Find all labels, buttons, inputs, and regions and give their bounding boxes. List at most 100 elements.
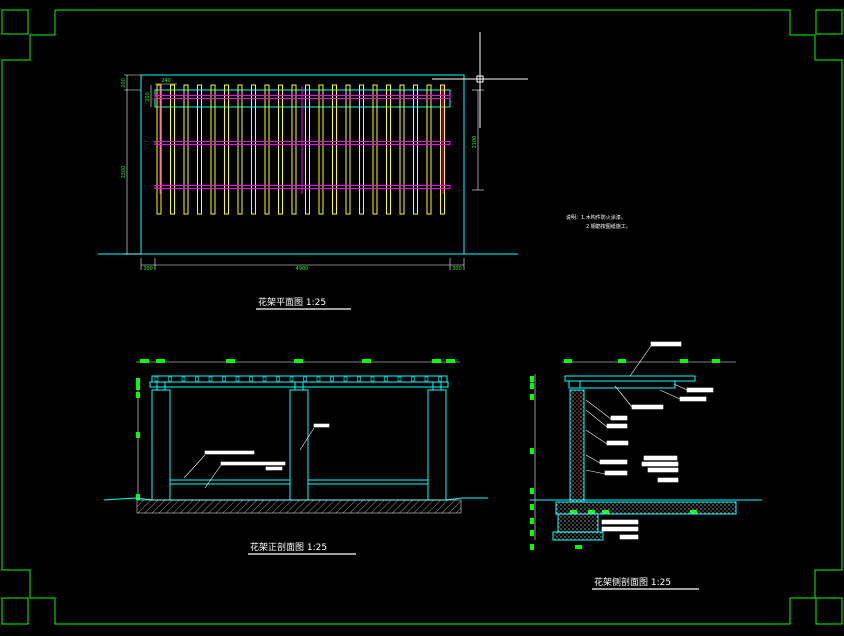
front-rafter-end: [343, 376, 348, 382]
front-rafter-end: [316, 376, 321, 382]
plan-joist: [210, 84, 216, 215]
plan-joist: [224, 84, 229, 215]
plan-joist: [440, 84, 445, 215]
front-dimension-tick: [156, 359, 165, 363]
front-rafter-end: [222, 376, 226, 382]
side-dimension-tick-vertical: [530, 518, 534, 524]
front-dimension-tick: [432, 359, 441, 363]
side-dimension-tick: [618, 359, 626, 363]
front-dimension-tick-vertical: [136, 432, 140, 438]
front-rafter-end: [424, 376, 429, 382]
plan-dim-right-side: 2100: [472, 136, 478, 149]
plan-joist: [413, 84, 418, 215]
side-dimension-tick-vertical: [530, 488, 534, 494]
front-rafter-end: [438, 376, 442, 382]
front-rafter-end: [276, 376, 280, 382]
plan-title: 花架平面图 1:25: [258, 296, 326, 308]
front-rafter-ends: [154, 376, 442, 382]
side-dimension-tick: [712, 359, 720, 363]
front-rafter-end: [249, 376, 253, 382]
front-dimension-tick-vertical: [136, 384, 140, 390]
plan-dim-top-spacing: 240: [161, 78, 171, 84]
plan-joist: [197, 84, 202, 215]
side-top-joist: [564, 375, 696, 382]
plan-beams: [154, 86, 451, 194]
front-dimension-tick: [294, 359, 303, 363]
front-top-beam: [149, 381, 449, 388]
side-dimension-tick-vertical: [530, 504, 534, 510]
side-dimension-tick-vertical: [530, 544, 534, 550]
front-dimension-tick: [140, 359, 149, 363]
front-rafter-end: [397, 376, 402, 382]
plan-joist: [399, 84, 405, 215]
plan-joist: [359, 84, 364, 215]
front-rafter-end: [154, 376, 159, 382]
side-dimension-tick: [564, 359, 572, 363]
plan-joists: [156, 84, 445, 215]
plan-joist: [372, 84, 378, 215]
front-rafter-end: [330, 376, 334, 382]
front-rafter-end: [262, 376, 267, 382]
plan-dim-bottom-left: 300: [143, 266, 153, 272]
plan-joist: [291, 84, 297, 215]
front-rafter-end: [357, 376, 361, 382]
note-line-2: 2.钢筋按图纸施工。: [586, 223, 631, 230]
plan-dim-bottom-right: 300: [452, 266, 462, 272]
side-dimension-chain: [534, 361, 736, 540]
plan-joist: [305, 84, 310, 215]
front-leaders: [183, 423, 330, 489]
front-dimension-ticks: [136, 359, 455, 500]
plan-joist: [183, 84, 189, 215]
front-dimension-tick-vertical: [136, 494, 140, 500]
plan-joist: [386, 84, 391, 215]
front-rafter-end: [235, 376, 240, 382]
front-rafter-end: [208, 376, 213, 382]
front-dimension-tick-vertical: [136, 392, 140, 398]
plan-joist: [426, 84, 432, 215]
plan-joist: [318, 84, 324, 215]
side-dimension-tick-vertical: [530, 376, 534, 382]
plan-view: 200 2300 200 240 2100 300 4900 300 花架平面图…: [98, 74, 518, 310]
front-title: 花架正剖面图 1:25: [250, 541, 327, 553]
plan-joist: [170, 84, 175, 215]
side-slab: [555, 501, 737, 515]
front-rafter-end: [411, 376, 415, 382]
plan-joist: [156, 84, 162, 215]
side-base-tick: [575, 545, 582, 549]
front-seat-rail-left: [169, 479, 291, 485]
plan-dim-left-inner: 200: [145, 92, 151, 102]
side-dimension-tick-vertical: [530, 530, 534, 536]
front-rafter-end: [303, 376, 307, 382]
side-top-beam: [568, 380, 676, 389]
front-footing: [136, 499, 462, 514]
plan-dim-top-left: 200: [121, 78, 127, 88]
side-dimension-tick: [680, 359, 688, 363]
drawing-frame: [1, 9, 843, 625]
plan-joist: [264, 84, 270, 215]
front-column-right: [427, 389, 447, 501]
side-dimension-tick-vertical: [530, 383, 534, 389]
front-dimension-tick-vertical: [136, 378, 140, 384]
cad-crosshair-cursor[interactable]: [432, 32, 528, 128]
front-column-left: [151, 389, 171, 501]
front-rafter-end: [289, 376, 294, 382]
side-section-view: 花架侧剖面图 1:25: [530, 341, 762, 590]
side-dimension-tick-vertical: [530, 394, 534, 400]
plan-joist: [251, 84, 256, 215]
plan-joist: [332, 84, 337, 215]
note-line-1: 说明：1.木构件防火涂漆。: [566, 214, 626, 221]
side-title: 花架侧剖面图 1:25: [594, 576, 671, 588]
side-base: [552, 531, 604, 541]
front-rafter-end: [370, 376, 375, 382]
front-rafter-end: [168, 376, 172, 382]
front-seat-rail-right: [307, 479, 429, 485]
plan-dimension-lines: [124, 74, 484, 270]
side-footing: [557, 513, 599, 533]
plan-dim-bottom-total: 4900: [296, 266, 309, 272]
front-dimension-tick: [226, 359, 235, 363]
front-column-middle: [289, 389, 309, 501]
plan-joist: [345, 84, 351, 215]
plan-outline: [140, 74, 465, 255]
